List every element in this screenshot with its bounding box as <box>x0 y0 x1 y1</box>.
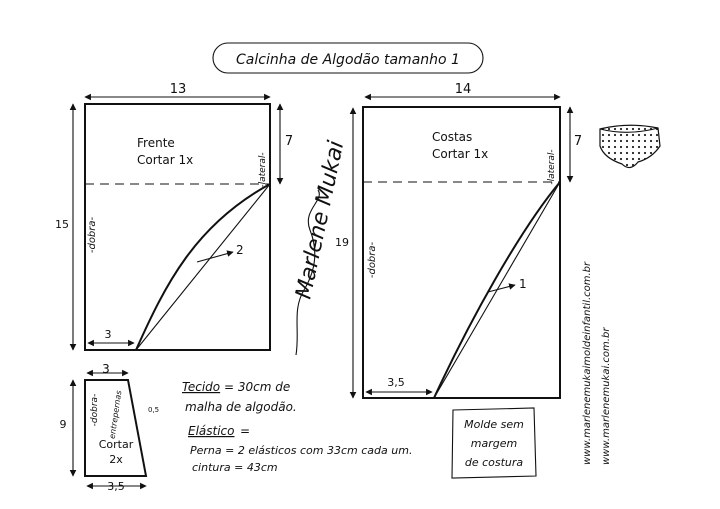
page-title: Calcinha de Algodão tamanho 1 <box>236 52 460 68</box>
front-name: Frente <box>137 136 175 150</box>
front-piece: 13 15 7 -lateral- -dobra- Frente Cortar … <box>55 82 293 351</box>
gusset-height-label: 9 <box>60 418 67 431</box>
back-width-label: 14 <box>455 82 472 97</box>
front-width-label: 13 <box>170 82 187 97</box>
back-leg-curve <box>433 181 561 399</box>
fabric-value-2: malha de algodão. <box>185 400 297 414</box>
signature-stroke <box>295 189 320 356</box>
front-crotch-label: 3 <box>105 328 112 341</box>
credit-url-2: www.marlenemukai.com.br <box>601 327 612 465</box>
gusset-piece: 3 9 -dobra- entrepernas Cortar 2x 0,5 3,… <box>60 362 160 493</box>
elastic-suffix: = <box>240 424 250 438</box>
front-rectangle <box>84 103 271 351</box>
gusset-offset-label: 0,5 <box>148 406 159 414</box>
title-banner: Calcinha de Algodão tamanho 1 <box>212 42 484 74</box>
back-rectangle <box>362 106 561 399</box>
panty-illustration <box>599 124 661 169</box>
gusset-bottom-width: 3,5 <box>107 480 125 493</box>
back-curve-depth: 1 <box>519 277 527 291</box>
signature-text: Marlene Mukai <box>291 139 349 302</box>
back-cut: Cortar 1x <box>432 147 488 161</box>
website-credits: www.marlenemukaimoldeinfantil.com.br www… <box>582 261 612 465</box>
panty-waistband <box>599 127 659 133</box>
fabric-value: = 30cm de <box>224 380 290 394</box>
front-height-label: 15 <box>55 218 69 231</box>
front-leg-curve <box>135 183 271 351</box>
gusset-between-label: entrepernas <box>108 390 124 440</box>
seam-note-line-2: margem <box>471 437 517 450</box>
panty-icon <box>599 124 661 169</box>
seam-note-line-1: Molde sem <box>464 418 524 431</box>
title-frame <box>212 42 484 74</box>
fabric-label: Tecido <box>182 380 220 394</box>
elastic-label: Elástico <box>188 424 235 438</box>
back-crotch-label: 3,5 <box>387 376 405 389</box>
gusset-fold-label: -dobra- <box>90 394 100 427</box>
front-side-height-label: 7 <box>285 134 293 149</box>
front-side-label: -lateral- <box>258 152 268 187</box>
front-curve-depth: 2 <box>236 243 244 257</box>
back-piece: 14 19 7 -lateral- -dobra- Costas Cortar … <box>335 82 582 399</box>
gusset-top-width: 3 <box>102 362 110 376</box>
gusset-outline <box>84 379 148 477</box>
seam-note: Molde sem margem de costura <box>451 407 537 479</box>
back-curve-arrow <box>487 283 516 293</box>
back-side-height-label: 7 <box>574 134 582 149</box>
waist-elastic: cintura = 43cm <box>192 461 278 474</box>
front-cut: Cortar 1x <box>137 153 193 167</box>
gusset-cut-2: 2x <box>109 453 123 466</box>
seam-note-box <box>451 407 537 479</box>
seam-note-line-3: de costura <box>465 456 524 469</box>
back-height-label: 19 <box>335 236 349 249</box>
back-fold-label: -dobra- <box>367 241 378 278</box>
back-side-label: -lateral- <box>547 149 557 184</box>
gusset-cut-1: Cortar <box>99 438 134 451</box>
front-curve-arrow <box>196 250 234 263</box>
front-fold-label: -dobra- <box>87 216 98 253</box>
credit-url-1: www.marlenemukaimoldeinfantil.com.br <box>582 261 593 465</box>
back-name: Costas <box>432 130 472 144</box>
materials-notes: Tecido = 30cm de malha de algodão. Elást… <box>182 380 412 474</box>
leg-elastic: Perna = 2 elásticos com 33cm cada um. <box>190 444 412 457</box>
front-diagonal <box>135 183 271 351</box>
